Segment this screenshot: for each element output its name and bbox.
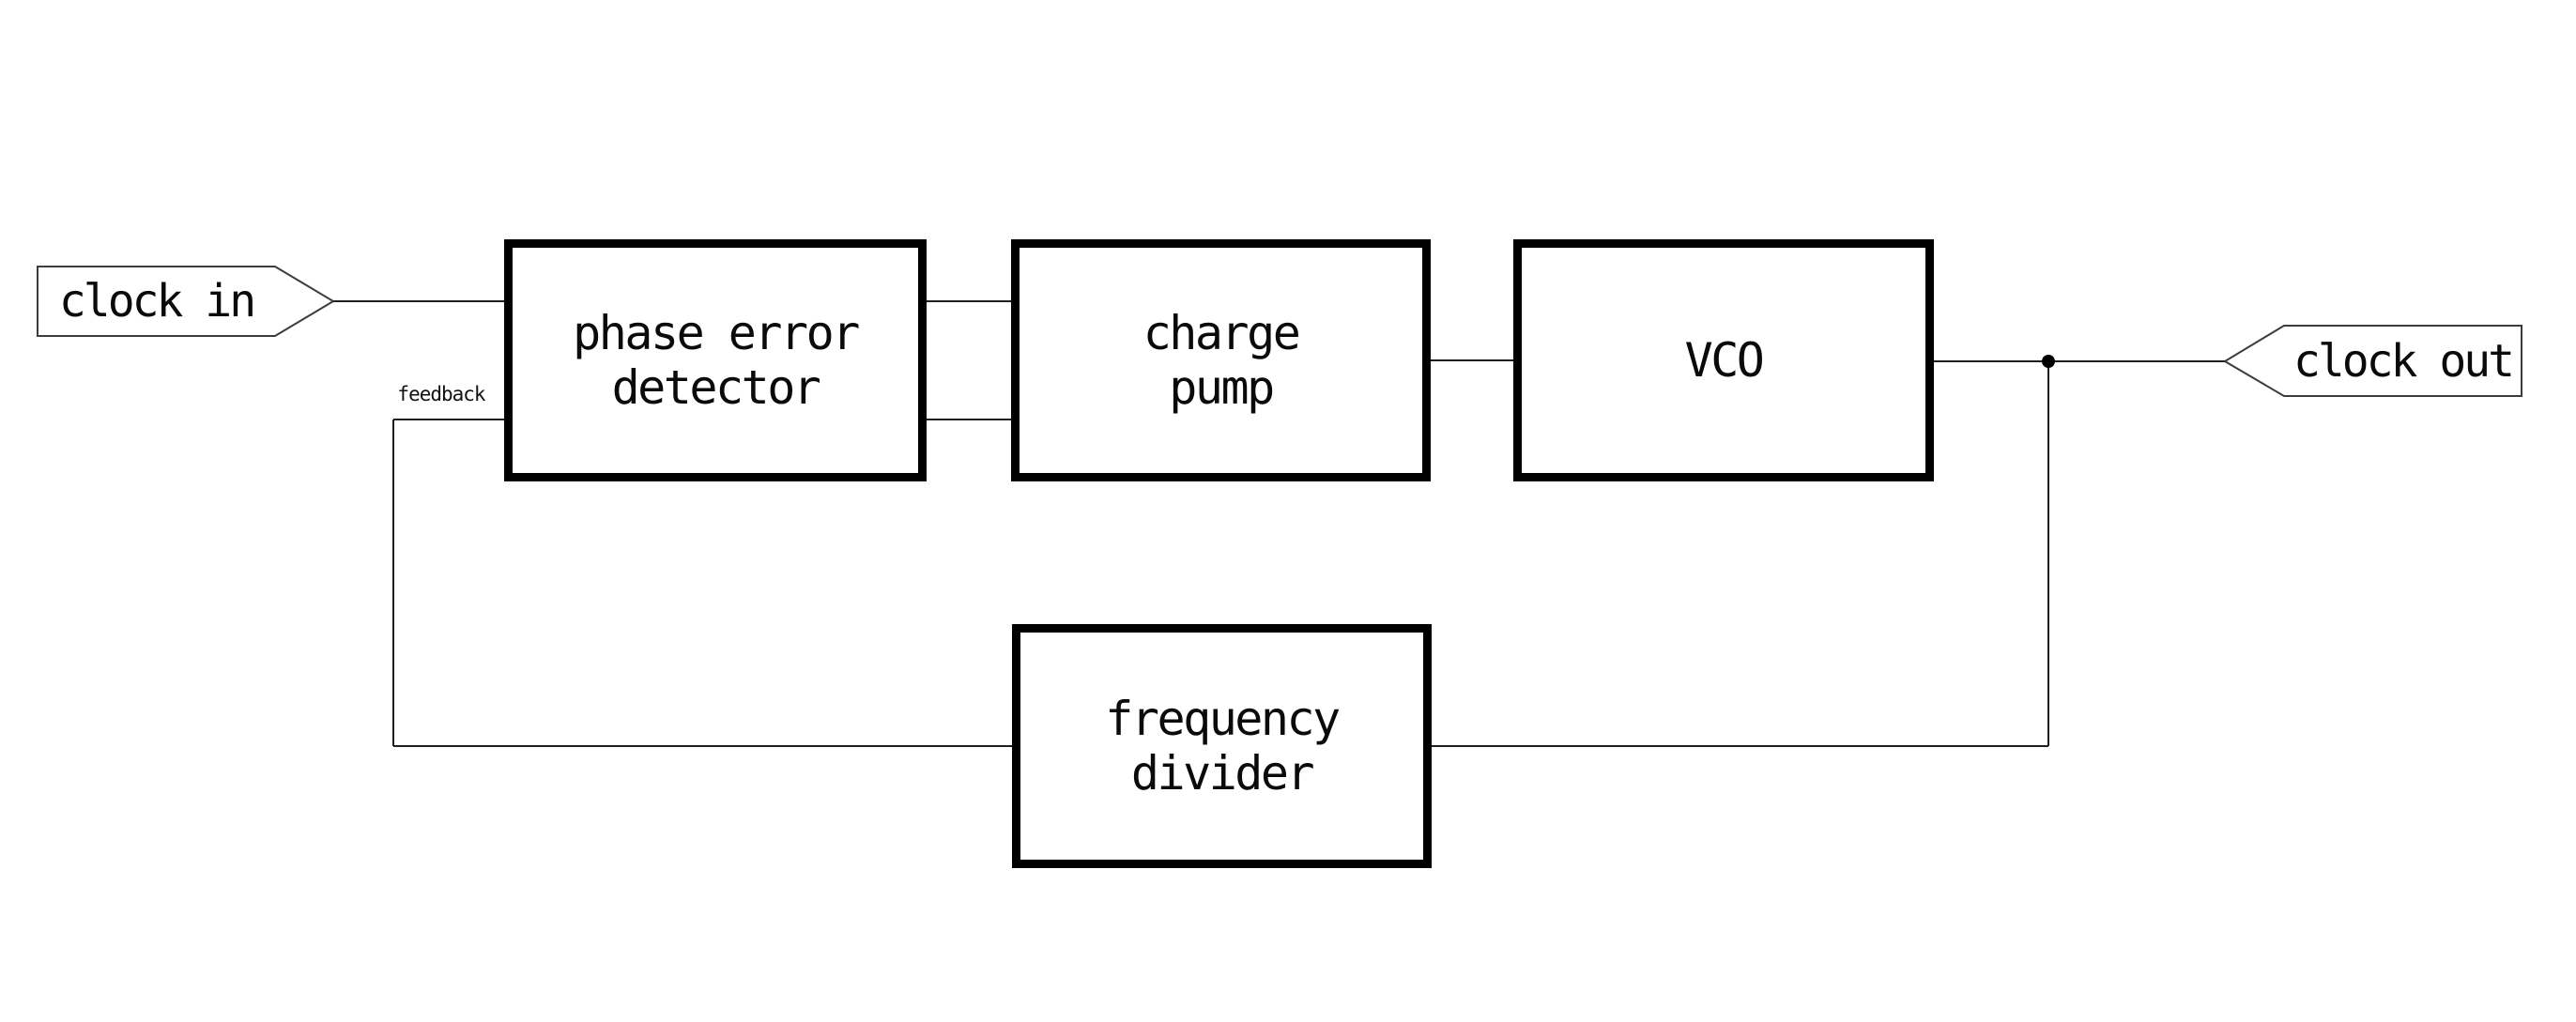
block-phase-error-detector-label: phase error detector <box>573 306 860 415</box>
clock-in-tag-shape <box>37 266 335 337</box>
clock-out-tag-label: clock out <box>2292 334 2515 388</box>
feedback-wire-label: feedback <box>397 383 485 405</box>
block-charge-pump-label: charge pump <box>1142 306 1301 415</box>
clock-in-tag-label: clock in <box>58 275 256 328</box>
clock-out-tag-shape <box>2223 325 2522 397</box>
block-charge-pump: charge pump <box>1011 239 1431 481</box>
block-vco-label: VCO <box>1684 333 1765 388</box>
block-frequency-divider-label: frequency divider <box>1105 692 1341 801</box>
junction-dot <box>2042 355 2055 368</box>
block-frequency-divider: frequency divider <box>1012 624 1432 868</box>
block-vco: VCO <box>1513 239 1934 481</box>
block-phase-error-detector: phase error detector <box>504 239 927 481</box>
